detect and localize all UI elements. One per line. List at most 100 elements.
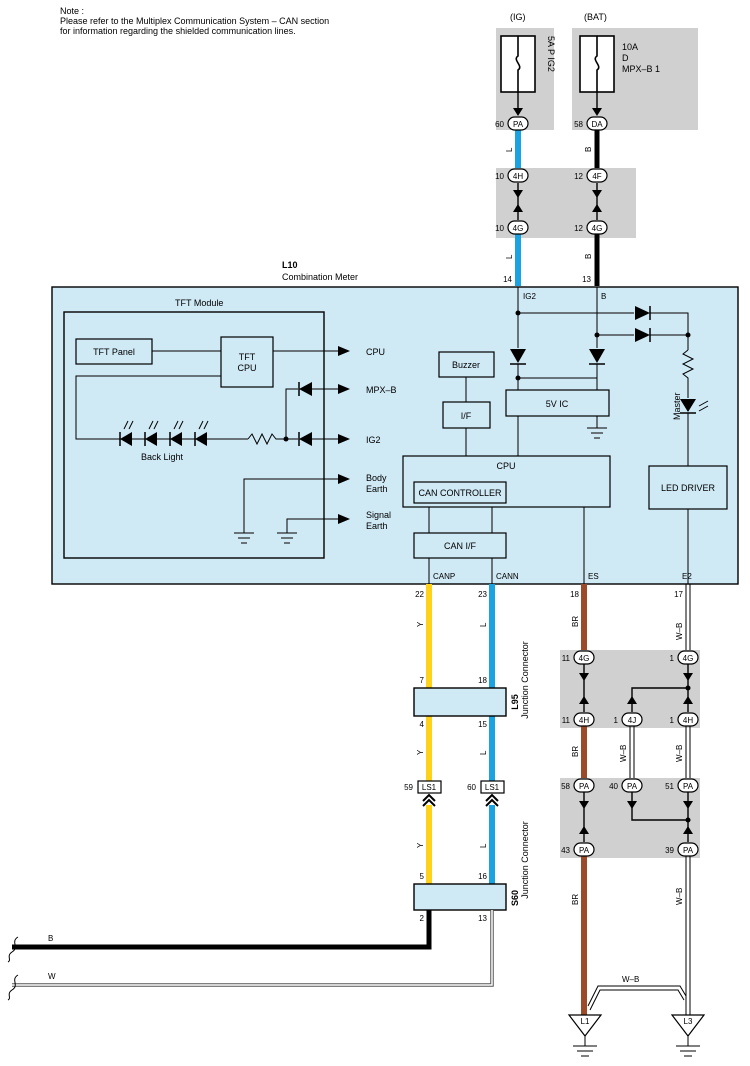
arrow-4j [627,696,637,704]
pin-18-l95: 18 [478,676,487,685]
buzzer-label: Buzzer [452,360,480,370]
junction-dot-4h [685,685,691,691]
connector-pa-60-label: PA [513,120,524,129]
pin-15: 15 [478,720,487,729]
connector-pa-58-label: PA [579,782,590,791]
wire-color-br-2: BR [571,746,580,757]
pin-16: 16 [478,872,487,881]
connector-pa-51 [677,778,699,793]
ig-fuse-element [515,36,521,92]
bat-fuse-element [594,36,600,92]
wire-color-b-3: B [48,934,53,943]
arrow-ig2-pa [513,108,523,116]
pin-59: 59 [404,783,413,792]
tft-signal-2: Earth [366,521,388,531]
connector-4f-12-label: 4F [592,172,601,181]
arrow-ig2-4g [513,204,523,212]
arrow-body-earth [338,474,350,484]
tft-body-1: Body [366,473,387,483]
connector-ls1-60-label: LS1 [485,783,500,792]
connector-pa-39-label: PA [683,846,694,855]
wire-wb-crossover [587,985,687,1011]
wire-color-wb-2: W–B [675,745,684,762]
connector-4g-10-label: 4G [513,224,524,233]
wire-color-l-1: L [505,147,514,152]
tft-cpu-label-2: CPU [237,363,256,373]
pin-40: 40 [609,782,618,791]
bat-fuse-d: D [622,53,629,63]
tft-module-label: TFT Module [175,298,223,308]
connector-4g-1-label: 4G [683,654,694,663]
meter-pin-e2: E2 [682,572,692,581]
bat-fuse-name: MPX–B 1 [622,64,660,74]
arrow-4h1 [683,696,693,704]
connector-ls1-59-label: LS1 [422,783,437,792]
tft-module [63,311,325,559]
pin-18: 18 [570,590,579,599]
tft-out-cpu: CPU [366,347,385,357]
pin-60-top: 60 [495,120,504,129]
combination-meter [51,286,739,585]
led-driver-label: LED DRIVER [661,483,716,493]
wire-color-y-1: Y [416,621,425,627]
meter-pin-canp: CANP [433,572,455,581]
pin-1-4g: 1 [670,654,675,663]
wire-color-wb-1: W–B [675,623,684,640]
meter-pin-b: B [601,292,606,301]
master-label: Master [672,392,682,420]
tft-out-ig2: IG2 [366,435,381,445]
back-light-label: Back Light [141,452,184,462]
can-interface-label: CAN I/F [444,541,477,551]
wire-color-wb-5: W–B [622,975,639,984]
connector-pa-43 [573,842,595,857]
note: Note : Please refer to the Multiplex Com… [60,6,329,36]
wire-color-wb-3: W–B [619,745,628,762]
pin-12-4g: 12 [574,224,583,233]
connector-4g-11-label: 4G [579,654,590,663]
connector-4h-1-label: 4H [683,716,693,725]
ic-5v-label: 5V IC [546,399,569,409]
back-light-led-1 [119,420,134,446]
pin-7: 7 [420,676,425,685]
tft-signal-1: Signal [366,510,391,520]
pin-22: 22 [415,590,424,599]
arrow-cpu-out [338,346,350,356]
connector-4g-1 [677,650,699,665]
arrow-pa40 [627,801,637,809]
pin-2: 2 [420,914,425,923]
meter-pin-es: ES [588,572,599,581]
wire-w-bottom-inner [12,910,493,986]
connector-da-58-label: DA [591,120,603,129]
ground-l3-label: L3 [684,1017,693,1026]
junction-s60 [413,883,507,911]
pin-58-pa: 58 [561,782,570,791]
wire-color-l-4: L [479,750,488,755]
arrow-pa39 [683,826,693,834]
wire-color-b-1: B [584,147,593,152]
meter-code: L10 [282,260,298,270]
arrow-es-4g [579,673,589,681]
connector-pa-40-label: PA [627,782,638,791]
wire-signal-earth [286,518,340,533]
arrow-pa51 [683,801,693,809]
arrow-bat-da [592,108,602,116]
wire-color-br-1: BR [571,616,580,627]
arrow-ig2-out [338,434,350,444]
connector-4h-10-label: 4H [513,172,523,181]
arrow-es-4h [579,696,589,704]
ground-l1-label: L1 [581,1017,590,1026]
pin-58-top: 58 [574,120,583,129]
arrow-signal-earth [338,514,350,524]
connector-pa-58 [573,778,595,793]
wire-b-bottom [12,910,432,950]
wire-ig2b-join [518,364,598,379]
interface-label: I/F [461,411,472,421]
pin-13-s60: 13 [478,914,487,923]
ig-fuse-name: 5A P IG2 [546,36,556,72]
back-light-led-3 [169,420,184,446]
pin-5: 5 [420,872,425,881]
connector-4h-11-label: 4H [579,716,589,725]
pin-51: 51 [665,782,674,791]
pin-12-4f: 12 [574,172,583,181]
tft-body-2: Earth [366,484,388,494]
